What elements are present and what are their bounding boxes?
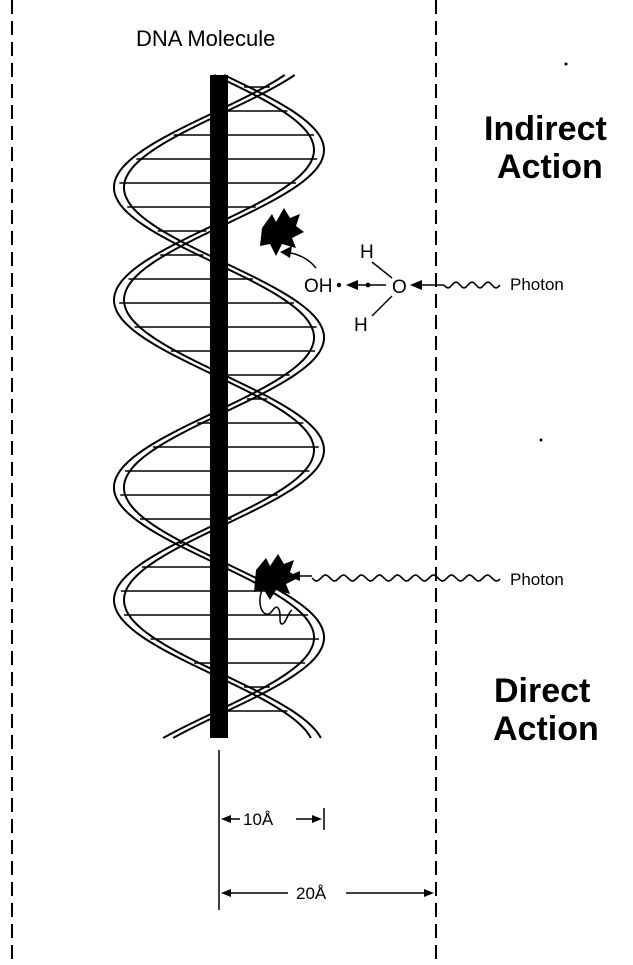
helix-strand-2-inner xyxy=(123,74,325,739)
dim-10-left-arrowhead xyxy=(221,815,231,823)
o-label: O xyxy=(392,277,407,298)
photon-direct-label: Photon xyxy=(510,570,564,589)
arrowhead-o-to-oh xyxy=(346,280,358,290)
dim-10-right-arrowhead xyxy=(312,815,322,823)
dna-molecule-title: DNA Molecule xyxy=(136,26,275,51)
bond-o-h-bottom xyxy=(371,295,393,317)
dna-axis-bar xyxy=(210,75,228,738)
indirect-damage-blob xyxy=(260,208,304,256)
photon-indirect-label: Photon xyxy=(510,275,564,294)
dim-20-right-arrowhead xyxy=(424,889,434,897)
direct-damage-blob xyxy=(254,554,298,600)
direct-damage-squiggle xyxy=(259,589,293,625)
oh-label: OH xyxy=(304,276,333,297)
bond-o-h-top xyxy=(371,261,393,279)
arrow-midpoint-dot xyxy=(365,282,371,288)
helix-strand-1-inner xyxy=(122,74,326,739)
photon-indirect-arrowhead xyxy=(410,280,422,290)
speck-middle xyxy=(539,438,543,442)
helix-rungs xyxy=(119,86,319,712)
indirect-damage-arrowhead xyxy=(280,246,292,258)
dna-helix xyxy=(112,74,326,739)
h-top-label: H xyxy=(360,242,374,263)
helix-strand-1-outer xyxy=(112,74,316,739)
h-bottom-label: H xyxy=(354,315,368,336)
indirect-action-heading-line1: Indirect xyxy=(484,110,607,148)
photon-indirect-wave xyxy=(443,281,501,289)
dim-20-left-arrowhead xyxy=(221,889,231,897)
dim-10-label: 10Å xyxy=(243,810,274,829)
oh-radical-dot xyxy=(336,282,342,288)
dim-20-label: 20Å xyxy=(296,884,327,903)
speck-top xyxy=(564,62,568,66)
indirect-action-heading-line2: Action xyxy=(497,148,603,186)
photon-direct-wave xyxy=(311,574,501,582)
direct-action-heading-line2: Action xyxy=(493,710,599,748)
direct-action-heading-line1: Direct xyxy=(494,672,590,710)
photon-direct-arrowhead xyxy=(288,571,300,581)
